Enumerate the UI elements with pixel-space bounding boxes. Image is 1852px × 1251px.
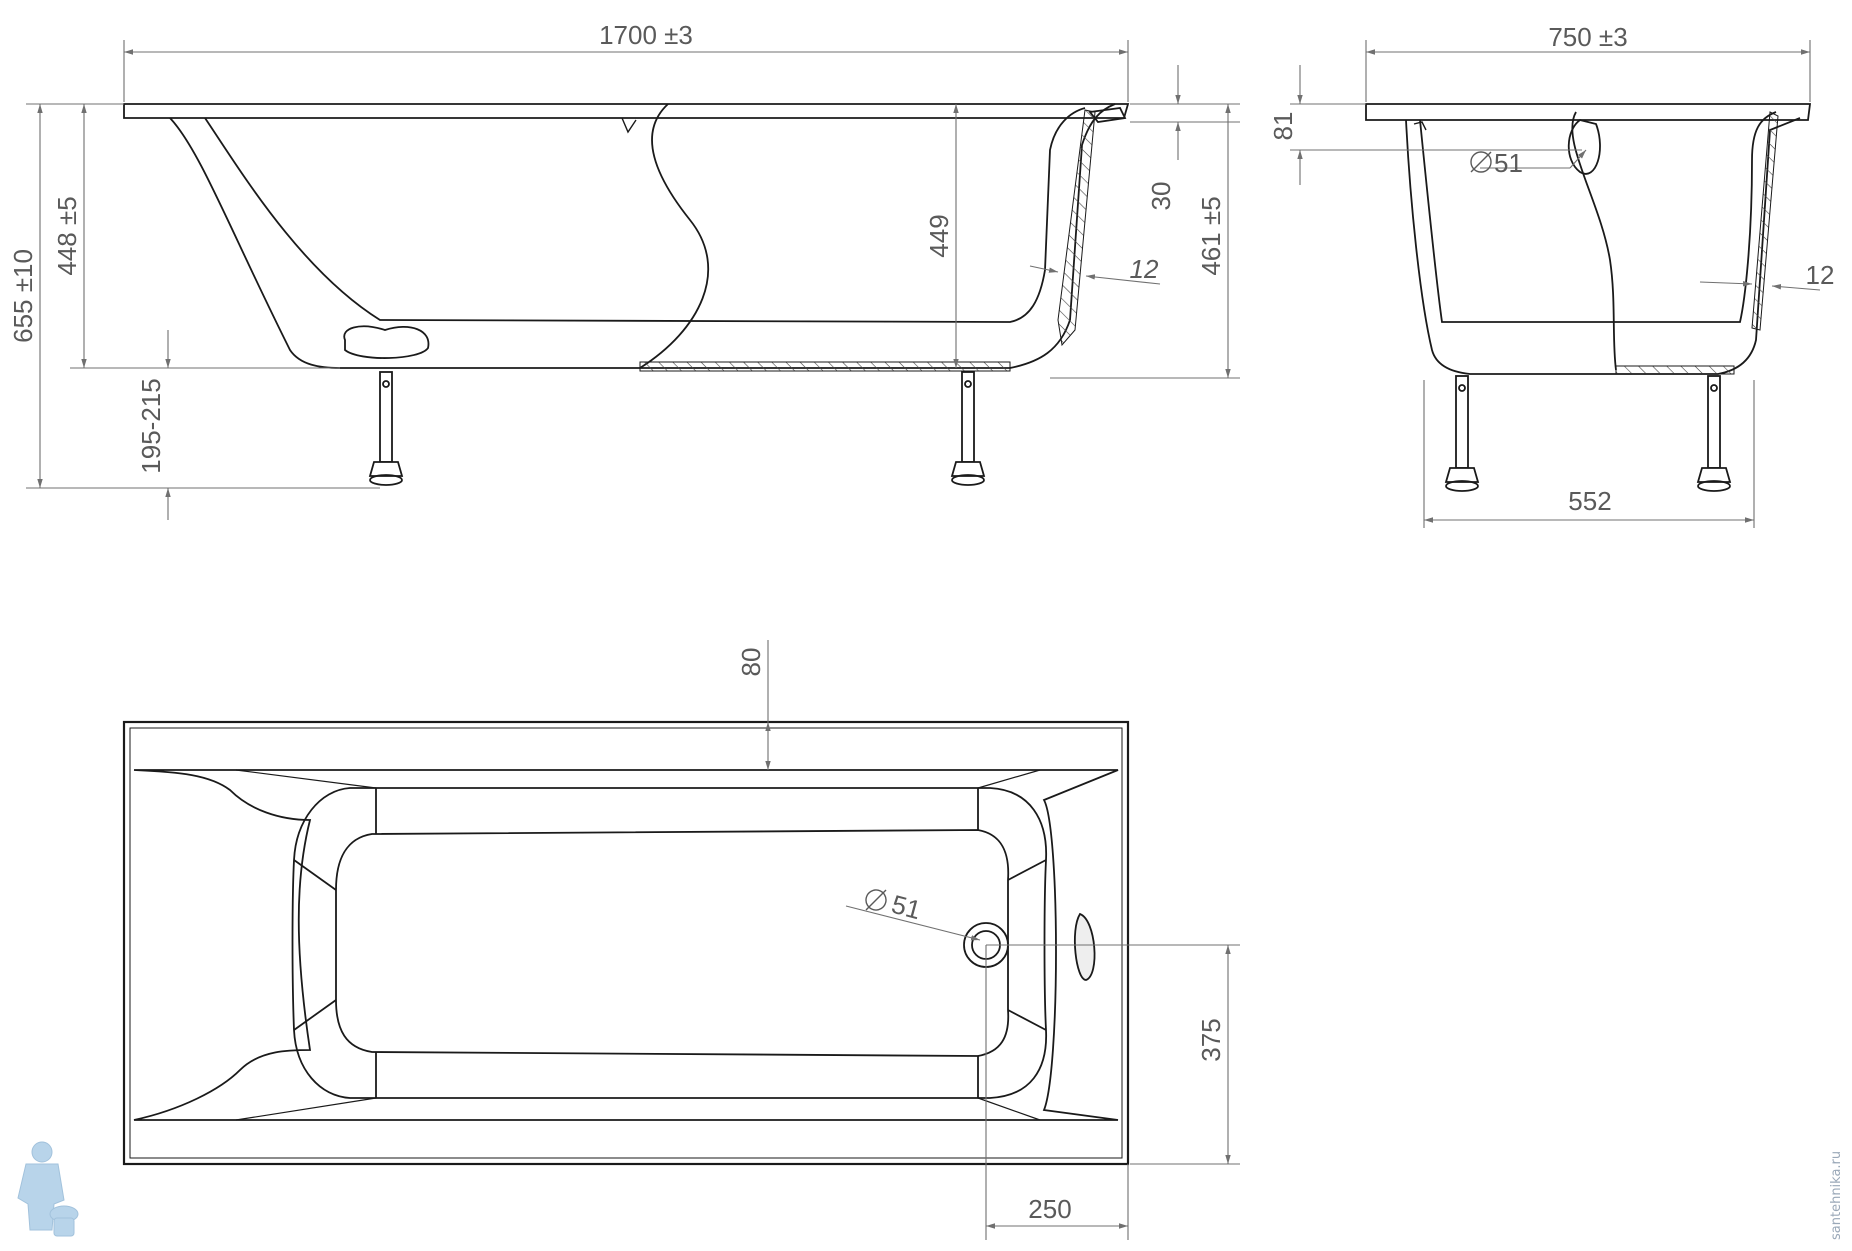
end-width-label: 750 ±3 <box>1548 22 1627 52</box>
top-view-labels: 80 51 375 250 <box>736 648 1226 1224</box>
side-view-dimensions <box>26 40 1240 520</box>
end-view-wall-section <box>1751 111 1779 331</box>
side-length-label: 1700 ±3 <box>599 20 693 50</box>
top-view-outer-rim <box>122 720 1130 1166</box>
side-view-rim <box>123 103 1130 119</box>
end-view-shell-inner <box>1419 111 1777 323</box>
end-overflow-diameter-label: 51 <box>1494 148 1523 178</box>
top-view-overflow <box>1073 912 1096 981</box>
side-view-bottom-section <box>639 361 1011 372</box>
end-leg-spacing-label: 552 <box>1568 486 1611 516</box>
plumber-mascot-logo <box>17 1141 79 1237</box>
side-rim-height-label: 30 <box>1146 182 1176 211</box>
side-leg-range-label: 195-215 <box>136 378 166 473</box>
end-view-dimensions <box>1290 40 1821 528</box>
side-view-labels: 1700 ±3 655 ±10 448 ±5 195-215 449 30 46… <box>8 20 1226 474</box>
end-view-leg-right <box>1696 375 1732 492</box>
end-overflow-height-label: 81 <box>1268 112 1298 141</box>
top-rim-label: 80 <box>736 648 766 677</box>
side-view-shell-outer <box>169 103 1116 369</box>
diameter-symbol-icon <box>865 889 887 911</box>
end-view-labels: 750 ±3 81 51 12 552 <box>1268 22 1834 516</box>
side-view-overflow <box>1088 107 1127 123</box>
side-overall-height-label: 655 ±10 <box>8 249 38 343</box>
top-view-inner-rim <box>129 727 1123 1159</box>
end-overflow-diameter: 51 <box>1470 148 1523 178</box>
watermark-text: santehnika.ru <box>1829 1151 1844 1240</box>
end-view-bottom-section <box>1615 365 1735 375</box>
side-view-cutaway <box>639 103 710 369</box>
end-view-shell-outer <box>1405 117 1801 375</box>
side-view <box>123 103 1130 486</box>
top-view-basin <box>133 769 1119 1121</box>
side-view-drain <box>343 325 430 359</box>
end-view-cutaway <box>1571 111 1617 371</box>
side-inner-depth-label: 449 <box>924 214 954 257</box>
side-wall-label: 12 <box>1130 254 1159 284</box>
end-view-overflow <box>1567 119 1601 175</box>
top-view <box>122 720 1130 1166</box>
side-total-depth-label: 461 ±5 <box>1196 196 1226 275</box>
side-inner-depth-tol-label: 448 ±5 <box>52 196 82 275</box>
top-drain-offset-y-label: 375 <box>1196 1018 1226 1061</box>
side-view-leg-left <box>368 371 404 486</box>
end-view-rim <box>1365 103 1812 121</box>
top-drain-offset-x-label: 250 <box>1028 1194 1071 1224</box>
top-view-dimensions <box>765 640 1240 1240</box>
side-view-leg-right <box>950 371 986 486</box>
end-view-leg-left <box>1444 375 1480 492</box>
side-view-wall-section <box>1057 109 1096 347</box>
end-wall-label: 12 <box>1806 260 1835 290</box>
side-view-shell-inner <box>204 107 1086 323</box>
diameter-symbol-icon <box>1470 151 1492 173</box>
end-view <box>1365 103 1812 492</box>
